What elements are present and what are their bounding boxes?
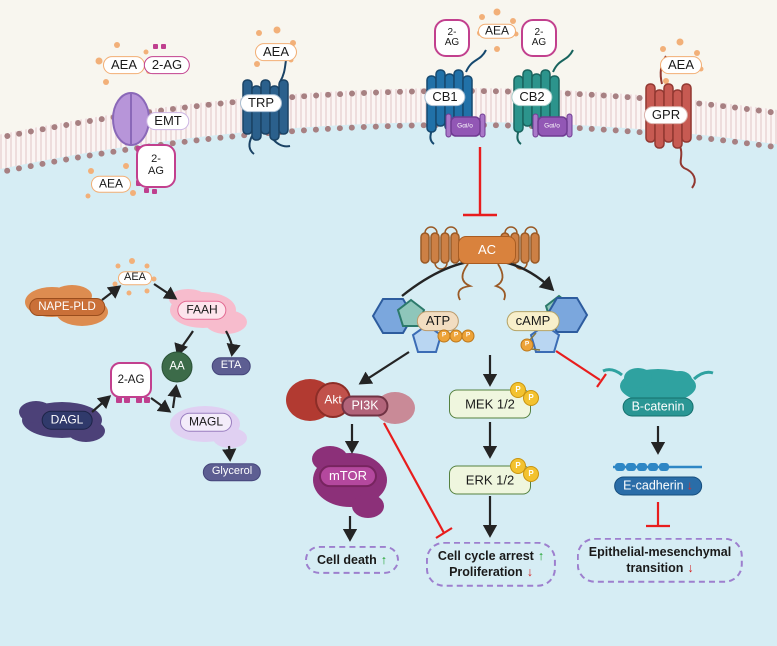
aea-label: AEA — [254, 43, 298, 61]
faah-label: FAAH — [177, 300, 227, 320]
camp-label: cAMP — [506, 311, 560, 331]
cb2-receptor-label: CB2 — [511, 88, 553, 106]
cb1-receptor-label: CB1 — [424, 88, 466, 106]
aea-label: AEA — [102, 56, 146, 74]
up-arrow-icon: ↑ — [380, 552, 387, 567]
aea-label: AEA — [659, 56, 703, 74]
emt-transporter-shape — [112, 92, 150, 146]
b-catenin-label: B-catenin — [622, 397, 694, 417]
phosphate-icon: P — [523, 466, 539, 482]
e-cadherin-label: E-cadherin ↓ — [614, 476, 702, 496]
two-ag-label: 2-AG — [521, 19, 557, 57]
outcome-cell-death: Cell death↑ — [305, 545, 399, 575]
two-ag-label: 2-AG — [143, 56, 191, 74]
aea-label: AEA — [117, 271, 153, 285]
g-protein-label: Gαi/o — [544, 122, 560, 130]
nape-pld-label: NAPE-PLD — [29, 297, 105, 317]
mtor-label: mTOR — [318, 465, 378, 487]
phosphate-icon: P — [523, 390, 539, 406]
aea-label: AEA — [90, 175, 132, 193]
gpr-receptor-label: GPR — [643, 106, 689, 124]
two-ag-label: 2-AG — [110, 362, 152, 398]
atp-to-camp-arrow — [401, 259, 555, 297]
aa-label: AA — [161, 351, 193, 383]
down-arrow-icon: ↓ — [686, 478, 693, 493]
down-arrow-icon: ↓ — [687, 561, 694, 575]
two-ag-label: 2-AG — [136, 144, 176, 188]
outcome-cell-cycle: Cell cycle arrest↑ Proliferation↓ — [425, 541, 557, 587]
inhibit-receptors-to-ac — [463, 147, 497, 217]
phosphate-icon: P — [461, 329, 475, 343]
down-arrow-icon: ↓ — [526, 565, 533, 579]
eta-label: ETA — [211, 357, 251, 375]
adenylyl-cyclase-label: AC — [458, 236, 516, 264]
phosphate-icon: P — [520, 338, 534, 352]
atp-label: ATP — [416, 311, 460, 331]
dagl-label: DAGL — [41, 410, 93, 430]
e-cadherin-gene — [613, 463, 702, 471]
trp-receptor-label: TRP — [240, 94, 282, 112]
g-protein-label: Gαi/o — [457, 122, 473, 130]
aea-dots — [85, 8, 704, 296]
outcome-emt: Epithelial-mesenchymal transition↓ — [576, 537, 744, 583]
aea-label: AEA — [477, 23, 517, 39]
up-arrow-icon: ↑ — [537, 548, 545, 563]
pi3k-label: PI3K — [341, 395, 389, 417]
magl-label: MAGL — [179, 412, 233, 432]
glycerol-label: Glycerol — [202, 463, 262, 481]
emt-transporter-label: EMT — [146, 112, 190, 130]
two-ag-label: 2-AG — [434, 19, 470, 57]
akt-label: Akt — [324, 392, 342, 407]
